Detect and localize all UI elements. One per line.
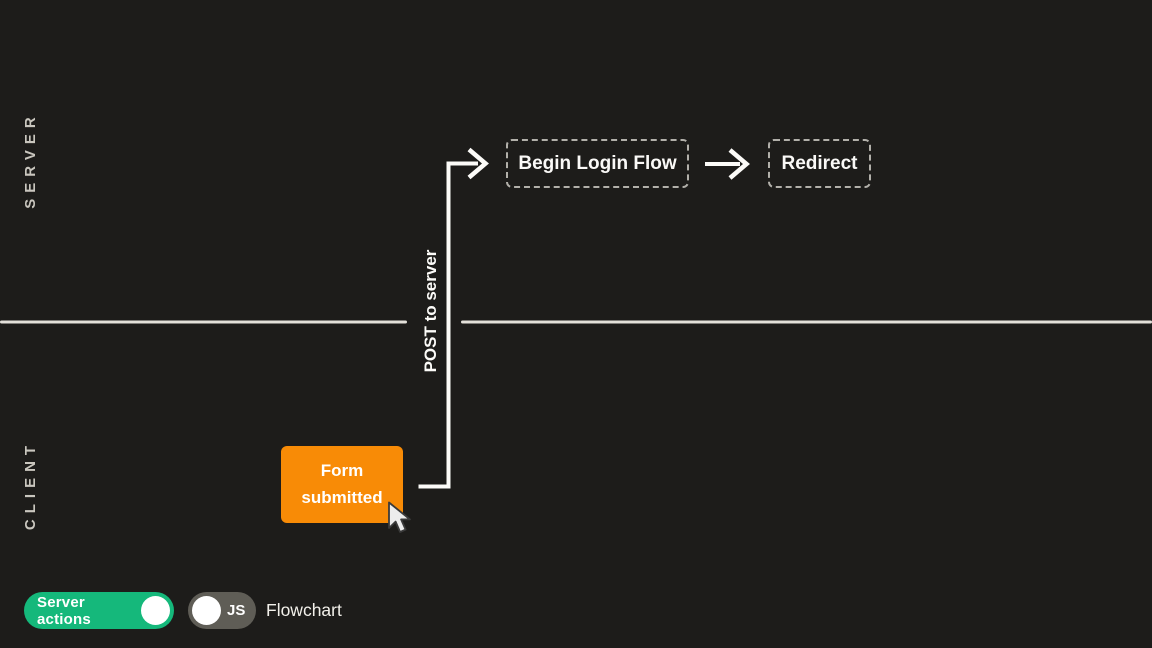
client-lane-label: CLIENT xyxy=(22,439,39,531)
server-actions-toggle-label: Server actions xyxy=(37,593,91,628)
flow-arrow xyxy=(705,148,750,180)
server-lane-label: SERVER xyxy=(22,111,39,209)
form-submitted-node[interactable]: Form submitted xyxy=(281,446,403,523)
server-actions-toggle[interactable]: Server actions xyxy=(24,592,174,629)
cursor-icon xyxy=(388,501,411,533)
js-toggle-label: JS xyxy=(227,602,246,619)
flowchart-view-label: Flowchart xyxy=(266,600,342,620)
toggle-knob xyxy=(192,596,221,625)
redirect-node: Redirect xyxy=(768,139,871,188)
post-connector-line xyxy=(418,147,489,489)
arrowhead-icon xyxy=(467,147,489,180)
post-to-server-edge-label: POST to server xyxy=(421,249,440,373)
begin-login-flow-node: Begin Login Flow xyxy=(506,139,689,188)
js-toggle[interactable]: JS xyxy=(188,592,256,629)
client-server-divider xyxy=(0,320,1152,324)
toggle-knob xyxy=(141,596,170,625)
arrowhead-icon xyxy=(728,148,750,180)
